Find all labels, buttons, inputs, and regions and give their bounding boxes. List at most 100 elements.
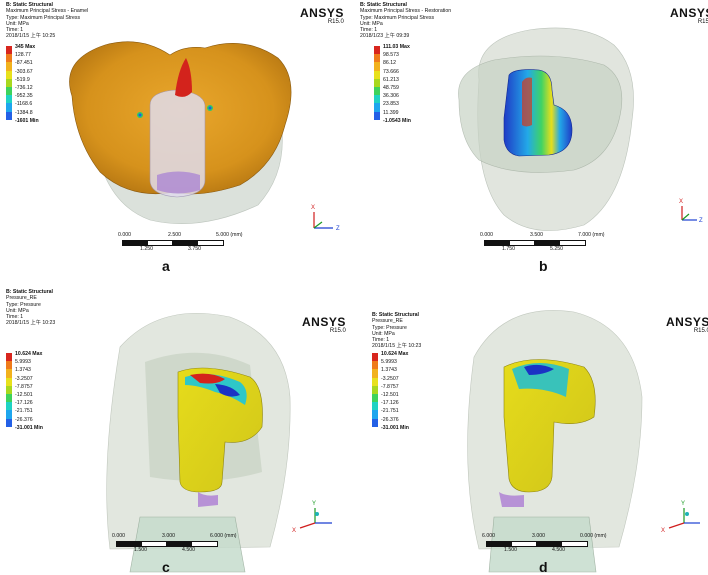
legend-swatch bbox=[374, 86, 380, 96]
legend-swatch bbox=[374, 103, 380, 112]
scale-label: 3.000 bbox=[532, 533, 545, 539]
scale-label: 5.000 (mm) bbox=[216, 232, 243, 238]
axis-label-x: X bbox=[679, 199, 683, 205]
axis-label-z: Z bbox=[336, 226, 340, 232]
legend-value: 111.03 Max bbox=[383, 44, 410, 50]
legend-swatch bbox=[6, 86, 12, 96]
result-time: Time: 1 bbox=[372, 337, 390, 344]
scale-segment bbox=[197, 240, 224, 246]
panel-letter: c bbox=[162, 559, 170, 575]
legend-value: -21.751 bbox=[381, 408, 399, 415]
logo-version: R15.0 bbox=[697, 19, 708, 25]
legend-value: -1384.8 bbox=[15, 109, 33, 116]
legend-value: -519.9 bbox=[15, 76, 30, 83]
legend-value: 23.853 bbox=[383, 101, 399, 108]
legend-value: -26.376 bbox=[15, 416, 33, 423]
analysis-title: B: Static Structural bbox=[6, 289, 53, 295]
legend-value: -12.501 bbox=[15, 391, 33, 398]
legend-swatch bbox=[6, 111, 12, 120]
result-type: Type: Maximum Principal Stress bbox=[360, 14, 435, 21]
legend-swatch bbox=[6, 402, 12, 411]
result-unit: Unit: MPa bbox=[372, 330, 395, 337]
axis-label-x: X bbox=[661, 528, 665, 534]
result-unit: Unit: MPa bbox=[360, 20, 383, 27]
legend-swatch bbox=[374, 111, 380, 120]
axis-label-x: X bbox=[311, 205, 315, 211]
result-type: Type: Pressure bbox=[6, 301, 41, 308]
legend-swatch bbox=[6, 46, 12, 55]
legend-swatch bbox=[372, 369, 378, 378]
legend-swatch bbox=[372, 393, 378, 403]
result-date: 2018/1/23 上午 09:39 bbox=[360, 33, 410, 40]
scale-label: 6.000 bbox=[482, 533, 495, 539]
result-header: B: Static Structural Pressure_RE Type: P… bbox=[372, 312, 421, 350]
legend-value: 86.12 bbox=[383, 60, 396, 67]
scale-label: 6.000 (mm) bbox=[210, 533, 237, 539]
enamel-stress-model bbox=[69, 41, 292, 224]
panel-c: B: Static Structural Pressure_RE Type: P… bbox=[0, 287, 354, 575]
legend-value: -17.126 bbox=[381, 400, 399, 407]
legend-swatch bbox=[6, 393, 12, 403]
legend-value: 73.666 bbox=[383, 68, 399, 75]
panel-b: B: Static Structural Maximum Principal S… bbox=[354, 0, 708, 286]
legend-swatch bbox=[6, 103, 12, 112]
analysis-title: B: Static Structural bbox=[6, 2, 53, 8]
axis-label-x: X bbox=[292, 528, 296, 534]
legend-value: 98.573 bbox=[383, 52, 399, 59]
legend-swatch bbox=[6, 54, 12, 63]
panel-d: B: Static Structural Pressure_RE Type: P… bbox=[354, 287, 708, 575]
result-time: Time: 1 bbox=[360, 27, 378, 34]
legend-swatch bbox=[374, 78, 380, 87]
result-name: Maximum Principal Stress - Restoration bbox=[360, 8, 452, 15]
legend-swatch bbox=[6, 385, 12, 394]
result-time: Time: 1 bbox=[6, 27, 24, 34]
analysis-title: B: Static Structural bbox=[372, 312, 419, 318]
scale-label: 7.000 (mm) bbox=[578, 232, 605, 238]
legend-swatch bbox=[374, 95, 380, 104]
logo-name: ANSYS bbox=[666, 315, 708, 329]
panel-letter: d bbox=[539, 559, 548, 575]
result-date: 2018/1/15 上午 10:25 bbox=[6, 33, 56, 40]
legend-value: 1.3743 bbox=[15, 367, 31, 374]
axis-triad: X Z bbox=[679, 199, 703, 224]
legend-value: -1168.6 bbox=[15, 101, 33, 108]
axis-label-y: Y bbox=[312, 501, 316, 507]
ansys-logo: ANSYS R15.0 bbox=[300, 7, 344, 26]
pressure-model-c bbox=[106, 312, 291, 573]
result-name: Maximum Principal Stress - Enamel bbox=[6, 8, 89, 15]
legend-value: 10.624 Max bbox=[15, 351, 43, 357]
scale-label: 1.500 bbox=[134, 547, 147, 553]
ansys-logo: ANSYS R15.0 bbox=[666, 315, 708, 335]
result-type: Type: Pressure bbox=[372, 324, 407, 331]
scale-segment bbox=[559, 240, 586, 246]
legend-value: -1601 Min bbox=[15, 117, 39, 124]
legend-value: 1.3743 bbox=[381, 367, 397, 374]
analysis-title: B: Static Structural bbox=[360, 2, 407, 8]
scale-segment bbox=[561, 541, 588, 547]
result-unit: Unit: MPa bbox=[6, 20, 29, 27]
scale-label: 1.250 bbox=[140, 246, 153, 252]
legend-value: -3.2507 bbox=[381, 375, 399, 382]
logo-name: ANSYS bbox=[670, 6, 708, 20]
scale-label: 4.500 bbox=[552, 547, 565, 553]
legend-value: -3.2507 bbox=[15, 375, 33, 382]
result-unit: Unit: MPa bbox=[6, 307, 29, 314]
legend-swatch bbox=[6, 70, 12, 79]
result-header: B: Static Structural Pressure_RE Type: P… bbox=[6, 289, 55, 327]
legend-swatch bbox=[372, 402, 378, 411]
legend-swatch bbox=[372, 361, 378, 370]
scale-label: 3.500 bbox=[530, 232, 543, 238]
legend-swatch bbox=[372, 385, 378, 394]
logo-version: R15.0 bbox=[329, 328, 346, 334]
legend-value: -12.501 bbox=[381, 391, 399, 398]
legend-value: 5.9993 bbox=[381, 359, 397, 366]
legend-value: 48.759 bbox=[383, 84, 399, 91]
axis-triad: Y X bbox=[292, 501, 332, 534]
legend-value: 36.306 bbox=[383, 93, 399, 100]
legend-value: -21.751 bbox=[15, 408, 33, 415]
pressure-model-d bbox=[467, 310, 643, 573]
scale-label: 2.500 bbox=[168, 232, 181, 238]
panel-letter: b bbox=[539, 258, 548, 274]
legend-value: -303.67 bbox=[15, 68, 33, 75]
scale-label: 5.250 bbox=[550, 246, 563, 252]
